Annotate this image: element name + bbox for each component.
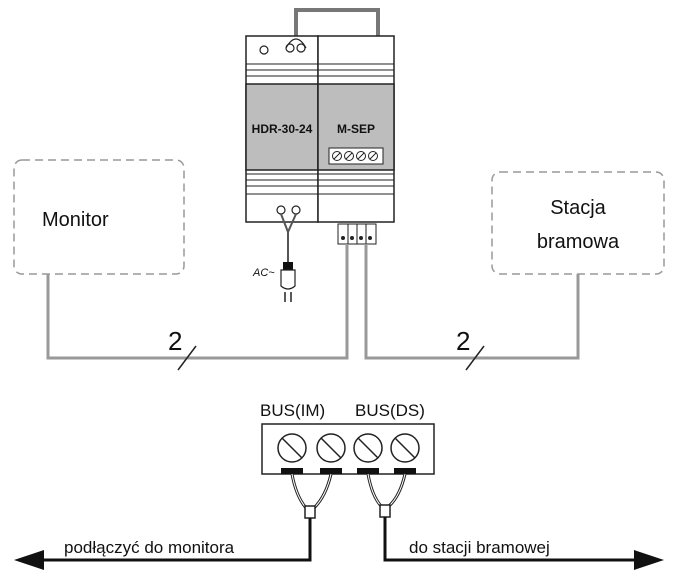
door-station-label-line1: Stacja (550, 197, 606, 219)
arrow-to-monitor (40, 518, 312, 562)
wire-count-left: 2 (168, 326, 182, 356)
terminal-icon (296, 43, 306, 53)
door-station-box: Stacja bramowa (491, 171, 665, 275)
separator-label: M-SEP (337, 122, 375, 136)
jumper-wire (294, 8, 380, 48)
power-supply-label: HDR-30-24 (252, 122, 313, 136)
wire-to-monitor (46, 244, 349, 360)
monitor-box: Monitor (13, 159, 185, 275)
arrow-text-monitor: podłączyć do monitora (64, 538, 235, 557)
ac-plug: AC~ (252, 213, 297, 302)
bus-ds-label: BUS(DS) (355, 401, 425, 420)
door-station-label-line2: bramowa (537, 231, 620, 253)
arrow-text-door-station: do stacji bramowej (409, 538, 550, 557)
wire-count-slash (465, 345, 485, 371)
arrow-right-head (634, 550, 664, 570)
wire-count-slash (177, 345, 197, 371)
ac-label: AC~ (252, 267, 275, 279)
monitor-label: Monitor (42, 209, 109, 231)
screw-icon (259, 45, 269, 55)
terminal-block-detail (261, 423, 435, 475)
bus-im-label: BUS(IM) (260, 401, 325, 420)
power-supply-unit: HDR-30-24 (245, 35, 319, 223)
arrow-left-head (14, 550, 44, 570)
wire-count-right: 2 (456, 326, 470, 356)
arrow-to-door-station (383, 517, 640, 562)
separator-unit: M-SEP (317, 35, 395, 245)
wire-to-door-station (364, 244, 580, 360)
